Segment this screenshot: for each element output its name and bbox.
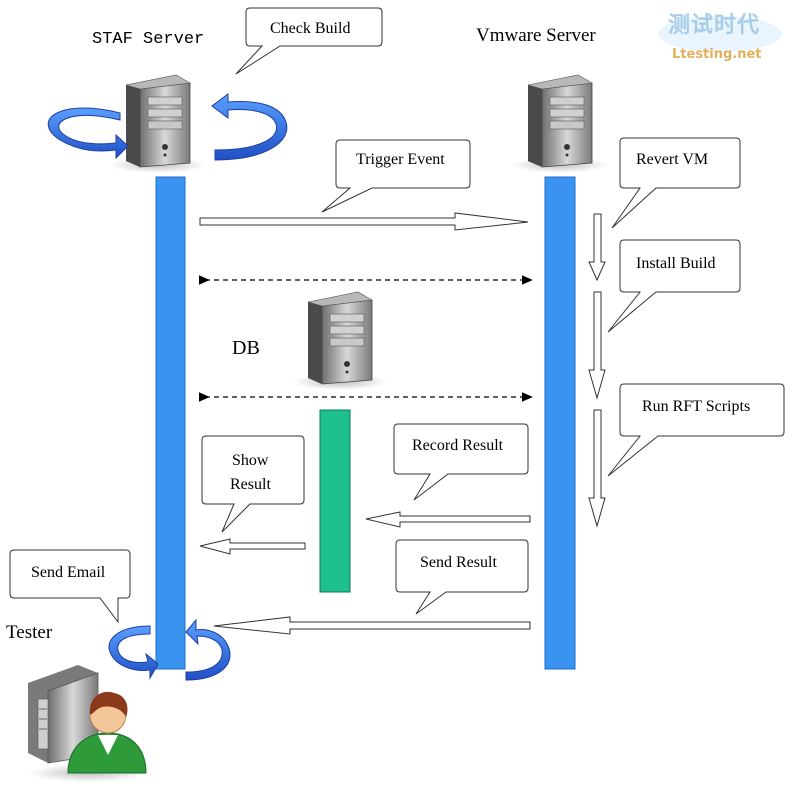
- db-activation-bar: [319, 409, 351, 593]
- show-result-callout: Show Result: [201, 435, 305, 533]
- watermark-en: Ltesting.net: [672, 47, 762, 62]
- install-to-run-arrow: [588, 291, 606, 400]
- tester-person-icon: [28, 665, 148, 782]
- staf-lifeline: [155, 176, 186, 670]
- check-build-callout: Check Build: [235, 7, 383, 75]
- run-rft-scripts-text: Run RFT Scripts: [642, 398, 750, 415]
- install-build-text: Install Build: [636, 255, 716, 272]
- staf-server-icon: [109, 74, 207, 174]
- show-result-arrow: [199, 538, 306, 555]
- send-email-text: Send Email: [31, 564, 106, 581]
- trigger-event-text: Trigger Event: [356, 151, 445, 168]
- send-result-callout: Send Result: [395, 539, 529, 615]
- tester-label: Tester: [6, 622, 53, 643]
- revert-vm-callout: Revert VM: [611, 137, 741, 229]
- send-email-callout: Send Email: [9, 549, 131, 624]
- vmware-server-title: Vmware Server: [476, 25, 596, 46]
- vmware-lifeline: [544, 176, 576, 670]
- run-rft-scripts-callout: Run RFT Scripts: [607, 383, 785, 477]
- watermark-cn: 测试时代: [668, 13, 760, 38]
- staf-loop-left-icon: [47, 107, 129, 160]
- db-label: DB: [232, 337, 260, 359]
- show-result-text-line1: Show: [232, 452, 269, 469]
- trigger-event-arrow: [199, 212, 529, 231]
- send-result-text: Send Result: [420, 554, 497, 571]
- tester-loop-right-icon: [185, 618, 231, 681]
- staf-loop-right-icon: [211, 93, 288, 161]
- staf-server-title: STAF Server: [92, 30, 204, 49]
- watermark-logo: 测试时代 Ltesting.net: [658, 13, 782, 62]
- record-result-arrow: [365, 511, 531, 528]
- vmware-server-icon: [511, 74, 609, 174]
- check-build-text: Check Build: [270, 20, 350, 37]
- show-result-text-line2: Result: [230, 476, 271, 493]
- revert-vm-text: Revert VM: [636, 151, 708, 168]
- tester-loop-left-icon: [108, 625, 159, 680]
- revert-to-install-arrow: [588, 213, 606, 282]
- send-result-arrow: [213, 616, 531, 635]
- trigger-event-callout: Trigger Event: [321, 139, 471, 213]
- record-result-callout: Record Result: [393, 423, 529, 501]
- install-build-callout: Install Build: [607, 239, 741, 333]
- db-server-icon: [291, 291, 389, 391]
- record-result-text: Record Result: [412, 437, 504, 454]
- run-scripts-arrow: [588, 409, 606, 528]
